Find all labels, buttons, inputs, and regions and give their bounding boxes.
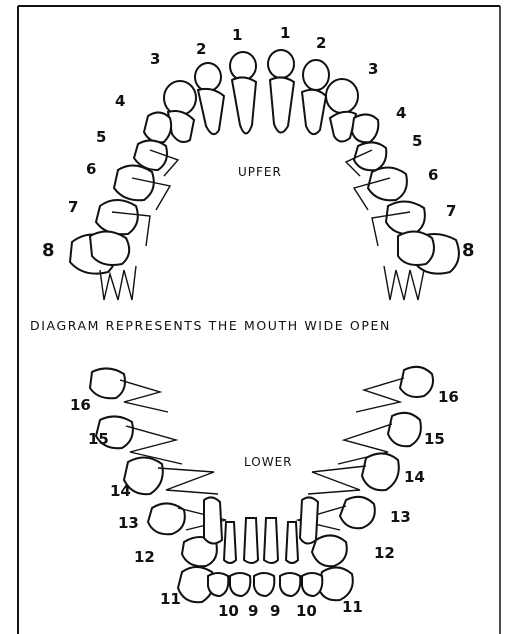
upper-number-3-left: 3 [150, 50, 160, 68]
upper-number-4-left: 4 [115, 92, 125, 110]
upper-number-6-right: 6 [428, 166, 438, 184]
lower-number-14-left: 14 [110, 482, 131, 500]
upper-number-5-right: 5 [412, 132, 422, 150]
lower-arch [90, 367, 433, 602]
lower-number-16-left: 16 [70, 396, 91, 414]
diagram-caption: DIAGRAM REPRESENTS THE MOUTH WIDE OPEN [30, 318, 391, 333]
upper-number-1-right: 1 [280, 24, 290, 42]
upper-number-6-left: 6 [86, 160, 96, 178]
lower-arch-label: LOWER [244, 455, 293, 469]
upper-number-1-left: 1 [232, 26, 242, 44]
upper-number-5-left: 5 [96, 128, 106, 146]
lower-number-12-right: 12 [374, 544, 395, 562]
lower-number-13-right: 13 [390, 508, 411, 526]
lower-number-15-left: 15 [88, 430, 109, 448]
upper-number-8-left: 8 [42, 240, 55, 261]
lower-number-10-left: 10 [218, 602, 239, 620]
lower-number-12-left: 12 [134, 548, 155, 566]
lower-number-13-left: 13 [118, 514, 139, 532]
lower-number-11-left: 11 [160, 590, 181, 608]
lower-number-14-right: 14 [404, 468, 425, 486]
upper-number-8-right: 8 [462, 240, 475, 261]
lower-number-10-right: 10 [296, 602, 317, 620]
lower-number-9-right: 9 [270, 602, 280, 620]
upper-number-7-left: 7 [68, 198, 78, 216]
lower-number-15-right: 15 [424, 430, 445, 448]
upper-number-2-right: 2 [316, 34, 326, 52]
upper-number-3-right: 3 [368, 60, 378, 78]
upper-number-4-right: 4 [396, 104, 406, 122]
lower-number-16-right: 16 [438, 388, 459, 406]
upper-arch-label: UPFER [238, 165, 282, 179]
upper-number-7-right: 7 [446, 202, 456, 220]
upper-number-2-left: 2 [196, 40, 206, 58]
lower-number-9-left: 9 [248, 602, 258, 620]
lower-number-11-right: 11 [342, 598, 363, 616]
